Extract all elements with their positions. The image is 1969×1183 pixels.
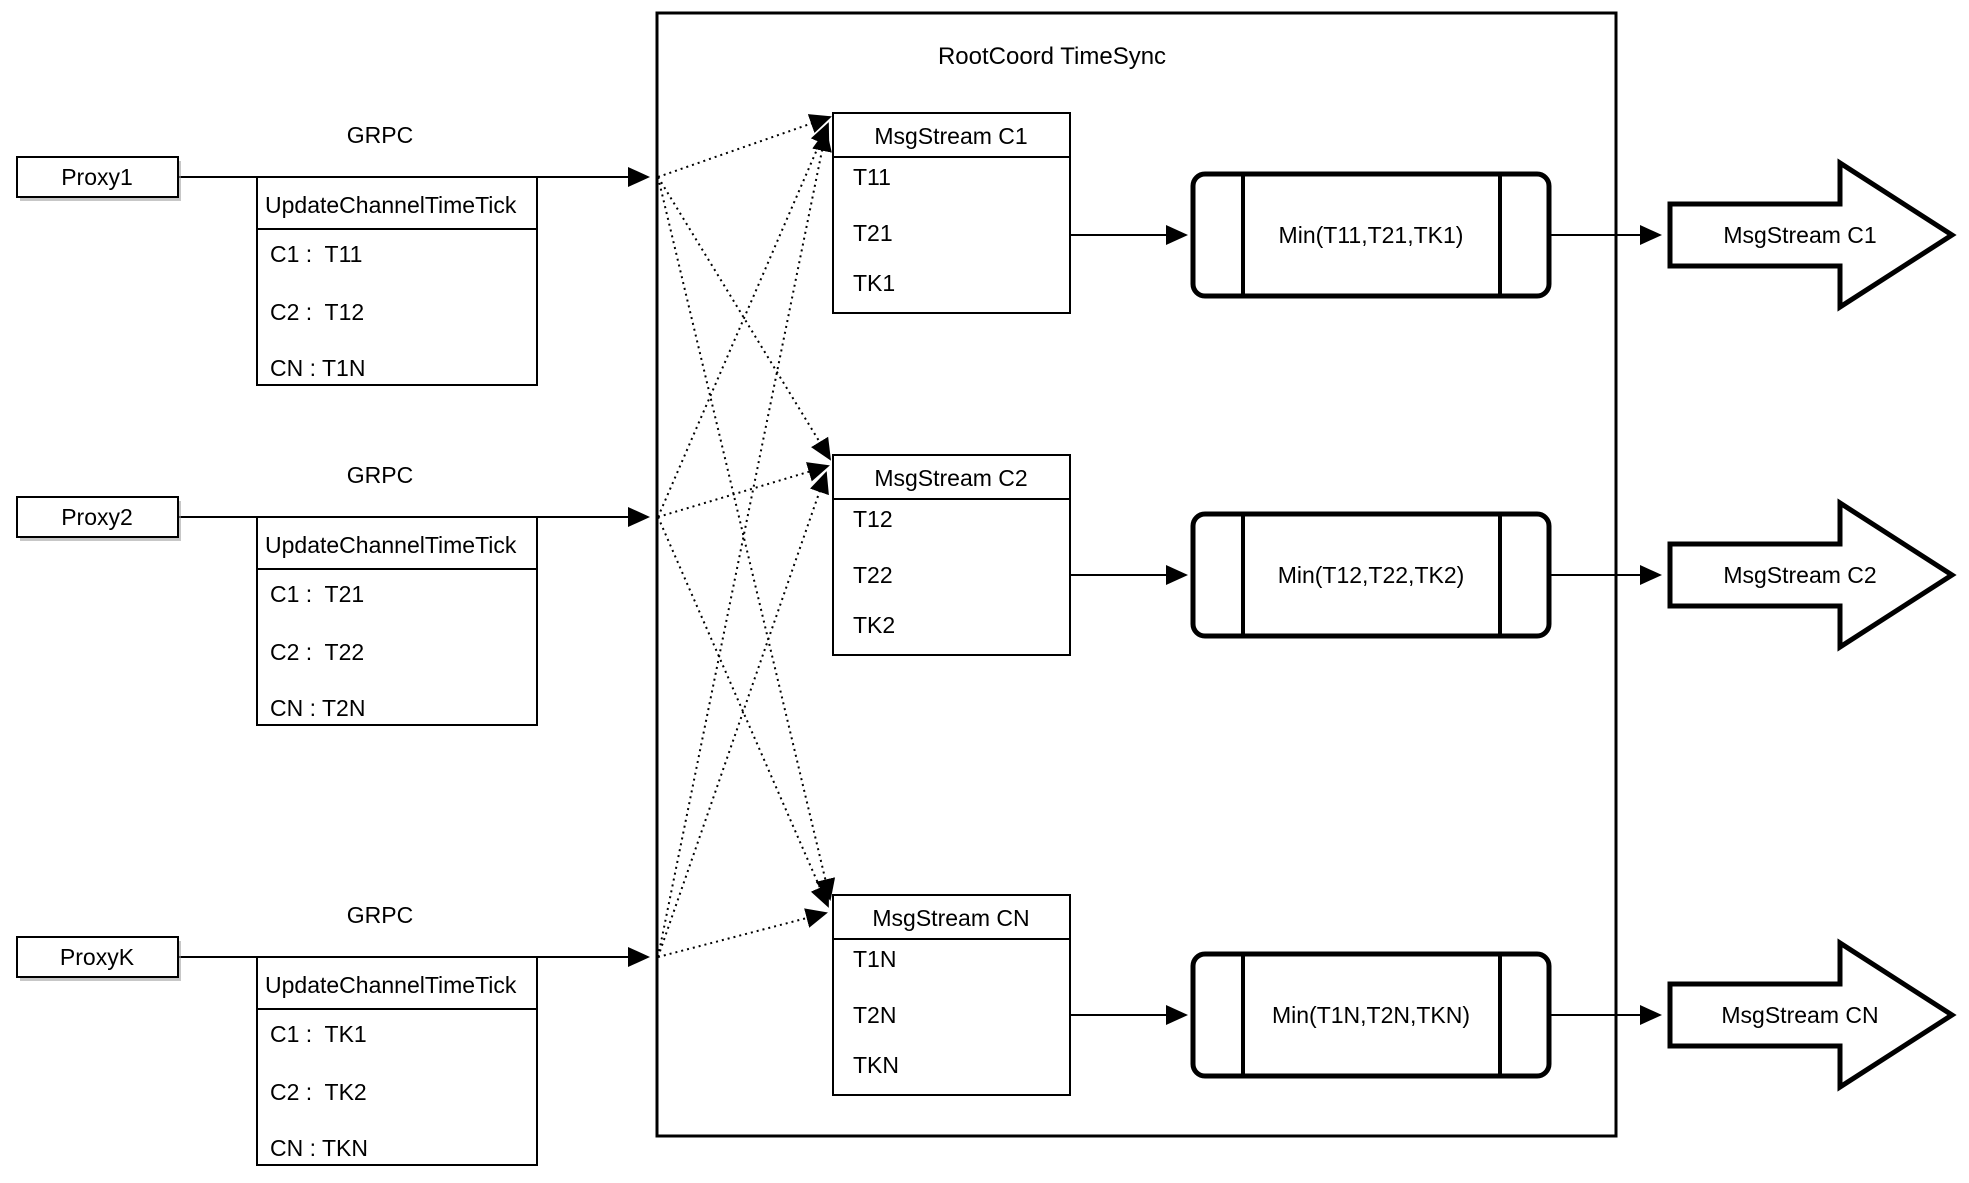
dotted-arrow-p1-cn bbox=[657, 176, 836, 901]
proxyk-tick-row: CN : TKN bbox=[270, 1135, 368, 1161]
stream-c2-group: MsgStream C2 T12 T22 TK2 Min(T12,T22,TK2… bbox=[832, 454, 1957, 656]
msgstream-cn-row: T1N bbox=[853, 946, 896, 972]
proxy2-tick-row: CN : T2N bbox=[270, 695, 365, 721]
proxy1-group: Proxy1 GRPC UpdateChannelTimeTick C1 : T… bbox=[16, 122, 538, 386]
proxy2-group: Proxy2 GRPC UpdateChannelTimeTick C1 : T… bbox=[16, 462, 538, 726]
msgstream-cn-row: T2N bbox=[853, 1002, 896, 1028]
stream-cn-group: MsgStream CN T1N T2N TKN Min(T1N,T2N,TKN… bbox=[832, 894, 1957, 1096]
dotted-arrow-p3-cn bbox=[657, 908, 828, 958]
proxy2-tick-row: C2 : T22 bbox=[270, 639, 364, 665]
min-c2-label: Min(T12,T22,TK2) bbox=[1278, 562, 1465, 588]
proxy1-label: Proxy1 bbox=[61, 164, 133, 190]
output-arrow-c1 bbox=[1667, 158, 1957, 312]
proxy1-tick-row: C1 : T11 bbox=[270, 241, 362, 267]
dotted-arrow-p2-c2 bbox=[657, 462, 830, 518]
proxyk-label: ProxyK bbox=[60, 944, 135, 970]
proxy2-tick-row: C1 : T21 bbox=[270, 581, 364, 607]
msgstream-c2-row: TK2 bbox=[853, 612, 895, 638]
proxy2-box bbox=[16, 496, 179, 538]
proxy1-tick-row: C2 : T12 bbox=[270, 299, 364, 325]
msgstream-c2-row: T22 bbox=[853, 562, 893, 588]
output-arrow-cn-label: MsgStream CN bbox=[1721, 1002, 1878, 1028]
proxyk-group: ProxyK GRPC UpdateChannelTimeTick C1 : T… bbox=[16, 902, 538, 1166]
proxyk-tick-row: C1 : TK1 bbox=[270, 1021, 367, 1047]
min-cn-label: Min(T1N,T2N,TKN) bbox=[1272, 1002, 1470, 1028]
dotted-arrow-p1-c1 bbox=[657, 114, 832, 178]
msgstream-cn-table bbox=[832, 894, 1071, 1096]
dotted-arrow-p3-c2 bbox=[657, 471, 829, 958]
msgstream-c2-row: T12 bbox=[853, 506, 893, 532]
msgstream-cn-header: MsgStream CN bbox=[872, 905, 1029, 931]
msgstream-c1-row: T11 bbox=[853, 164, 891, 190]
proxy1-box bbox=[16, 156, 179, 198]
output-arrow-c2 bbox=[1667, 498, 1957, 652]
proxyk-tick-row: C2 : TK2 bbox=[270, 1079, 367, 1105]
proxy2-grpc-label: GRPC bbox=[347, 462, 413, 488]
output-arrow-cn bbox=[1667, 938, 1957, 1092]
msgstream-c2-table bbox=[832, 454, 1071, 656]
proxy1-ticktable bbox=[256, 176, 538, 386]
proxy1-ticktable-header: UpdateChannelTimeTick bbox=[265, 192, 517, 218]
proxy2-ticktable bbox=[256, 516, 538, 726]
proxy1-grpc-label: GRPC bbox=[347, 122, 413, 148]
proxy1-tick-row: CN : T1N bbox=[270, 355, 365, 381]
msgstream-cn-row: TKN bbox=[853, 1052, 899, 1078]
msgstream-c1-row: TK1 bbox=[853, 270, 895, 296]
min-c1-label: Min(T11,T21,TK1) bbox=[1279, 222, 1464, 248]
proxy2-label: Proxy2 bbox=[61, 504, 133, 530]
dotted-arrow-p1-c2 bbox=[657, 176, 832, 461]
proxyk-grpc-label: GRPC bbox=[347, 902, 413, 928]
output-arrow-c2-label: MsgStream C2 bbox=[1723, 562, 1876, 588]
rootcoord-timesync-title: RootCoord TimeSync bbox=[938, 43, 1166, 70]
msgstream-c1-row: T21 bbox=[853, 220, 893, 246]
dotted-arrow-p3-c1 bbox=[657, 129, 832, 958]
proxyk-ticktable-header: UpdateChannelTimeTick bbox=[265, 972, 517, 998]
proxy2-ticktable-header: UpdateChannelTimeTick bbox=[265, 532, 517, 558]
proxyk-ticktable bbox=[256, 956, 538, 1166]
dotted-arrow-p2-c1 bbox=[657, 122, 830, 518]
msgstream-c2-header: MsgStream C2 bbox=[874, 465, 1027, 491]
msgstream-c1-table bbox=[832, 112, 1071, 314]
proxyk-box bbox=[16, 936, 179, 978]
stream-c1-group: MsgStream C1 T11 T21 TK1 Min(T11,T21,TK1… bbox=[832, 112, 1957, 314]
msgstream-c1-header: MsgStream C1 bbox=[874, 123, 1027, 149]
output-arrow-c1-label: MsgStream C1 bbox=[1723, 222, 1876, 248]
